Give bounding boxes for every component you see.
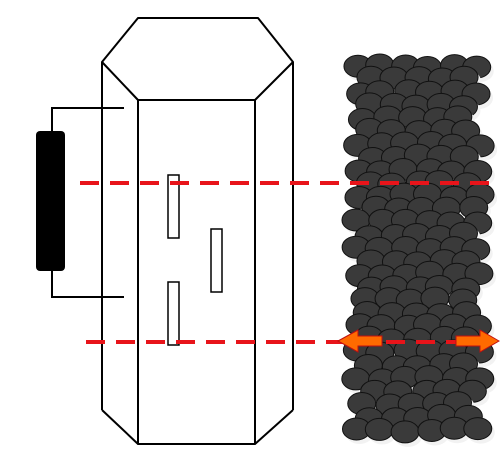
prism-top-face bbox=[101, 17, 294, 101]
particle-disc bbox=[463, 417, 493, 441]
double-arrow-icon-left bbox=[336, 329, 383, 353]
slots bbox=[167, 174, 223, 346]
circuit bbox=[36, 107, 124, 298]
resistor-icon bbox=[36, 131, 65, 271]
wire-top bbox=[51, 107, 124, 134]
prism-housing bbox=[101, 17, 294, 445]
double-arrow-icon-right bbox=[455, 329, 500, 353]
prism-bottom-edge bbox=[101, 409, 294, 445]
section-lines bbox=[80, 181, 500, 344]
particle-stack-icon bbox=[341, 53, 498, 447]
section-markers bbox=[336, 329, 500, 353]
slot-middle-right bbox=[210, 228, 223, 293]
particle-disc bbox=[364, 417, 394, 441]
wire-bottom bbox=[51, 268, 124, 298]
particle-disc bbox=[390, 420, 420, 444]
slot-lower-left bbox=[167, 281, 180, 346]
slot-upper-left bbox=[167, 174, 180, 239]
